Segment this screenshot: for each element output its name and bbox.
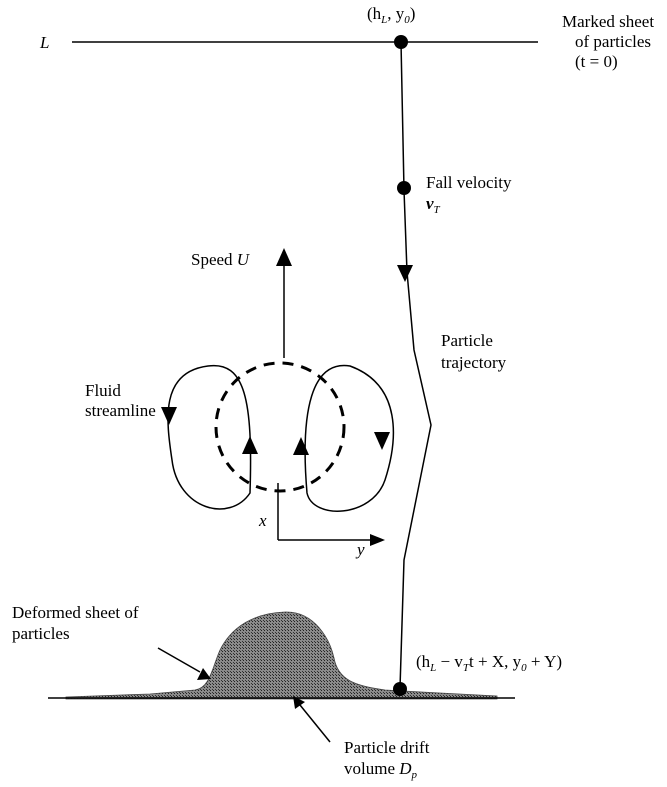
sheet-L-label: L	[40, 33, 50, 52]
marked-sheet-label-2: of particles	[575, 32, 651, 51]
deformed-sheet-pointer	[157, 647, 201, 673]
vortex-dashed-circle	[214, 361, 346, 493]
deformed-sheet-label-2: particles	[12, 624, 70, 643]
right-streamline	[304, 364, 395, 512]
top-point-label: (hL, y0)	[367, 4, 416, 26]
drift-volume-label-2: volume Dp	[344, 759, 418, 781]
speed-label: Speed U	[191, 250, 250, 269]
right-streamline-arrow-up	[293, 437, 309, 455]
deformed-sheet-label-1: Deformed sheet of	[12, 603, 139, 622]
axis-x-label: x	[259, 511, 267, 530]
right-streamline-arrow-down	[374, 432, 390, 450]
bottom-point-label: (hL − vTt + X, y0 + Y)	[416, 652, 563, 674]
y-axis-arrowhead	[370, 534, 385, 546]
fall-velocity-dot	[397, 181, 411, 195]
fall-velocity-arrowhead	[397, 265, 413, 282]
drift-volume-pointer-head	[293, 696, 305, 709]
marked-sheet-label-1: Marked sheet	[562, 12, 655, 31]
particle-drift-volume	[65, 611, 498, 700]
fluid-streamline-label-1: Fluid	[85, 381, 121, 400]
bottom-particle-dot	[393, 682, 407, 696]
fluid-streamline-label-2: streamline	[85, 401, 156, 420]
fall-velocity-symbol: vT	[426, 194, 440, 216]
left-streamline	[167, 364, 252, 510]
deformed-sheet-pointer-head	[197, 668, 211, 680]
speed-arrowhead	[276, 248, 292, 266]
particle-trajectory-path	[399, 41, 432, 689]
fall-velocity-label: Fall velocity	[426, 173, 512, 192]
marked-sheet-label-3: (t = 0)	[575, 52, 618, 71]
drift-volume-pointer	[299, 704, 331, 743]
particle-trajectory-label-1: Particle	[441, 331, 493, 350]
particle-trajectory-label-2: trajectory	[441, 353, 507, 372]
left-streamline-arrow-down	[161, 407, 177, 425]
axis-y-label: y	[357, 540, 365, 559]
left-streamline-arrow-up	[242, 436, 258, 454]
drift-volume-label-1: Particle drift	[344, 738, 430, 757]
